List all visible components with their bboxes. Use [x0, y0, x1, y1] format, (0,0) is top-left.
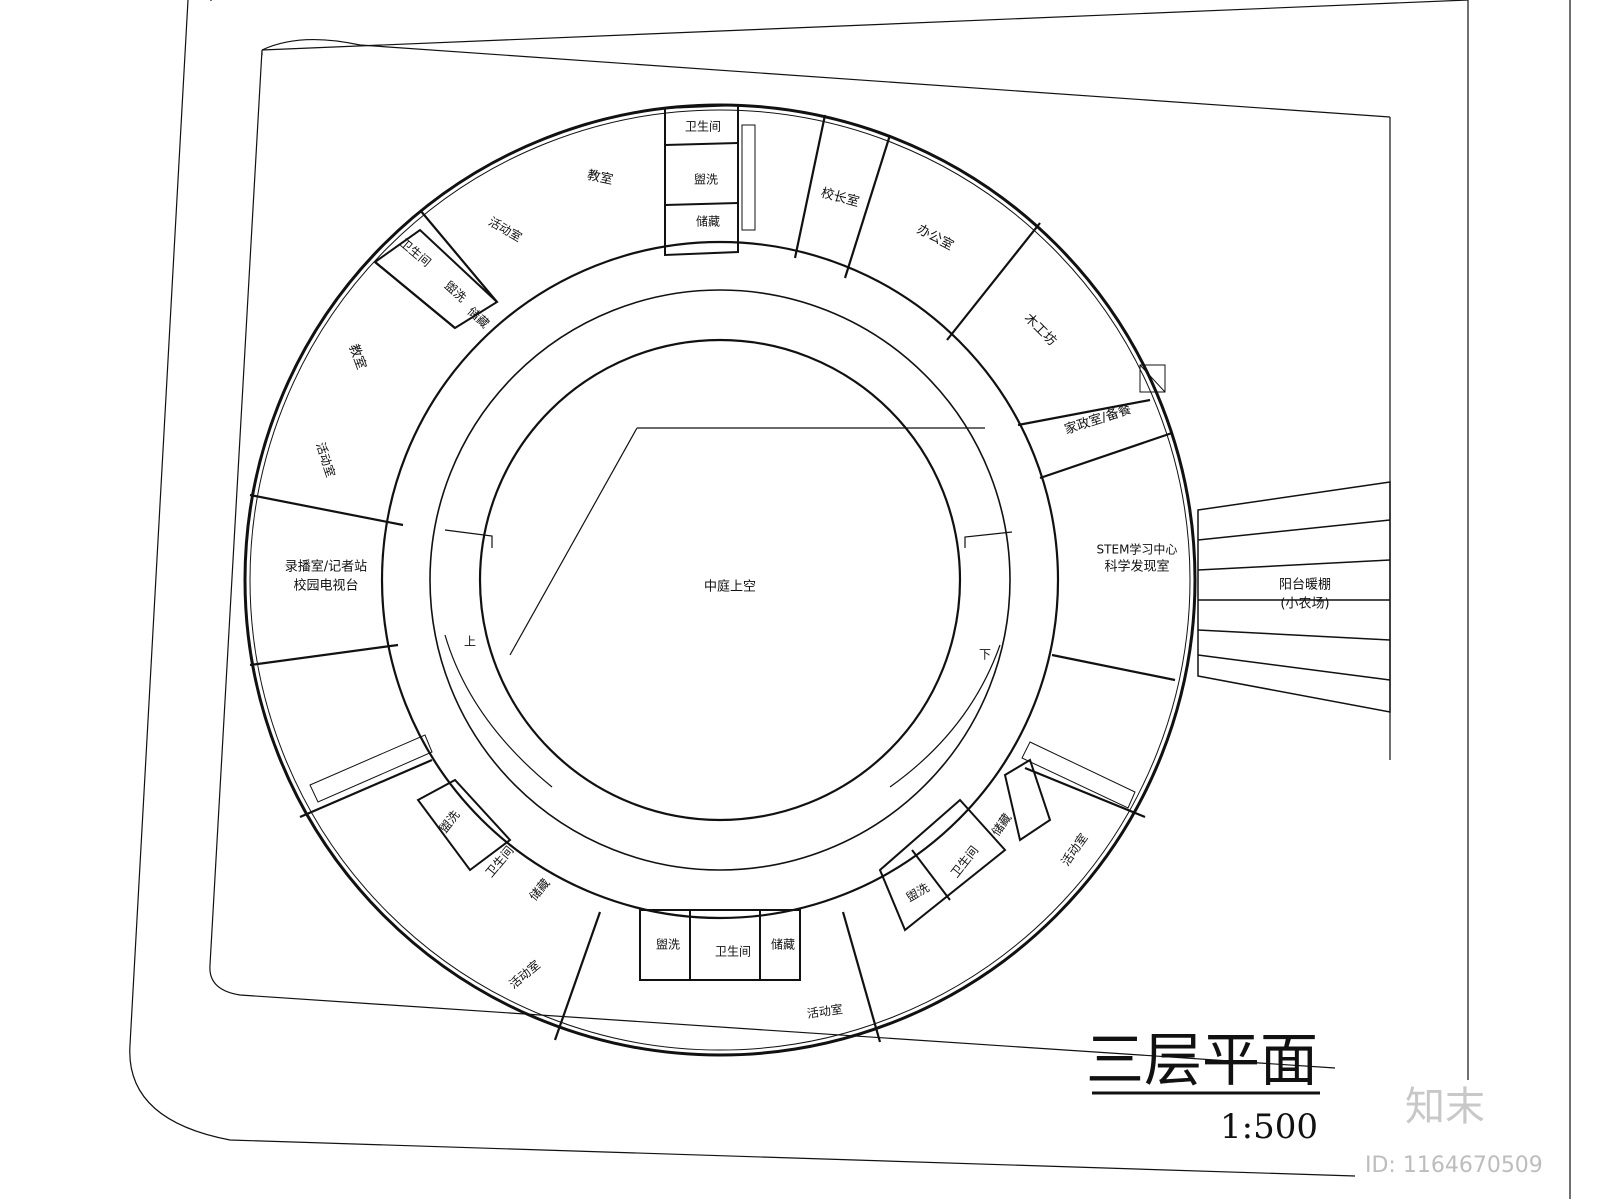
storage-label: 储藏	[696, 214, 720, 229]
greenhouse-balcony	[1197, 481, 1391, 713]
wash-label: 盥洗	[656, 938, 680, 952]
ramp-down-label: 下	[979, 648, 991, 662]
storage-label: 储藏	[526, 875, 553, 903]
outer-wall-inner-line	[249, 109, 1191, 1051]
activity-room-label: 活动室	[313, 440, 338, 479]
radial-walls	[249, 114, 1176, 1043]
wash-label: 盥洗	[904, 881, 932, 905]
toilet-label: 卫生间	[685, 120, 721, 134]
greenhouse-label-2: (小农场)	[1280, 597, 1329, 612]
stem-room-label-1: STEM学习中心	[1097, 542, 1178, 557]
atrium-edge	[429, 289, 1011, 871]
drawing-title: 三层平面	[1086, 1026, 1318, 1094]
activity-room-label: 活动室	[486, 214, 525, 245]
room-ring-inner-wall	[380, 240, 1060, 920]
principal-room-label: 校长室	[819, 185, 861, 211]
atrium-details	[444, 427, 1013, 788]
watermark-brand: 知末	[1405, 1084, 1485, 1130]
watermark-id: ID: 1164670509	[1365, 1153, 1543, 1178]
stairs	[309, 124, 1166, 809]
office-room-label: 办公室	[914, 221, 956, 253]
activity-room-label: 活动室	[806, 1001, 844, 1021]
activity-room-label: 活动室	[1058, 830, 1091, 868]
toilet-label: 卫生间	[948, 843, 981, 880]
classroom-label: 教室	[586, 167, 615, 188]
wash-label: 盥洗	[694, 173, 718, 187]
toilet-label: 卫生间	[397, 236, 434, 270]
service-cores	[373, 103, 1052, 981]
broadcast-room-label-1: 录播室/记者站	[285, 559, 367, 575]
stem-room-label-2: 科学发现室	[1104, 559, 1169, 575]
woodshop-room-label: 木工坊	[1021, 311, 1059, 349]
ramp-up-label: 上	[464, 635, 476, 649]
storage-label: 储藏	[771, 937, 795, 952]
greenhouse-label-1: 阳台暖棚	[1279, 578, 1331, 593]
site-boundary	[129, 0, 1571, 1199]
atrium-label: 中庭上空	[704, 579, 756, 595]
atrium-void	[478, 338, 962, 822]
toilet-label: 卫生间	[715, 945, 751, 959]
drawing-scale: 1:500	[1220, 1107, 1318, 1147]
home-econ-room-label: 家政室/备餐	[1062, 401, 1133, 438]
classroom-label: 教室	[346, 342, 370, 372]
activity-room-label: 活动室	[506, 957, 543, 992]
broadcast-room-label-2: 校园电视台	[293, 578, 358, 594]
wash-label: 盥洗	[442, 278, 469, 304]
